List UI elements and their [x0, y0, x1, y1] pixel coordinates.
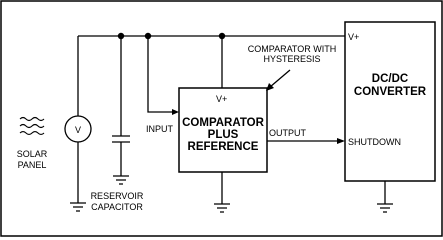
output-arrowhead-icon	[337, 138, 345, 144]
annotation-arrowhead-icon	[266, 83, 274, 91]
capacitor-ground-symbol	[113, 175, 129, 185]
input-arrowhead-icon	[172, 109, 179, 115]
annotation-arrow-line	[269, 69, 291, 88]
input-wire	[147, 36, 176, 113]
comparator-name-line1: COMPARATOR	[182, 117, 264, 129]
comparator-ground-symbol	[214, 203, 230, 213]
output-label: OUTPUT	[269, 128, 307, 138]
converter-supply-label: V+	[348, 32, 359, 42]
converter-name-line2: CONVERTER	[354, 86, 427, 98]
converter-ground-symbol	[377, 203, 393, 213]
comparator-block	[178, 87, 268, 173]
capacitor-label-line1: RESERVOIR	[91, 191, 144, 201]
comparator-name-line2: PLUS	[208, 129, 239, 141]
solar-panel-label-line1: SOLAR	[17, 149, 48, 159]
capacitor-symbol	[112, 135, 130, 143]
converter-block	[344, 21, 436, 182]
comparator-name-line3: REFERENCE	[188, 141, 259, 153]
converter-name-line1: DC/DC	[372, 73, 408, 85]
annotation-line1: COMPARATOR WITH	[248, 44, 337, 54]
converter-shutdown-label: SHUTDOWN	[348, 137, 401, 147]
voltmeter-symbol-label: V	[75, 125, 81, 135]
sunlight-waves-icon	[19, 116, 45, 136]
solar-panel-label-line2: PANEL	[18, 160, 47, 170]
annotation-line2: HYSTERESIS	[263, 54, 320, 64]
input-label: INPUT	[146, 124, 174, 134]
solar-panel-ground-symbol	[70, 202, 86, 212]
capacitor-label-line2: CAPACITOR	[91, 202, 143, 212]
comparator-supply-label: V+	[216, 94, 227, 104]
